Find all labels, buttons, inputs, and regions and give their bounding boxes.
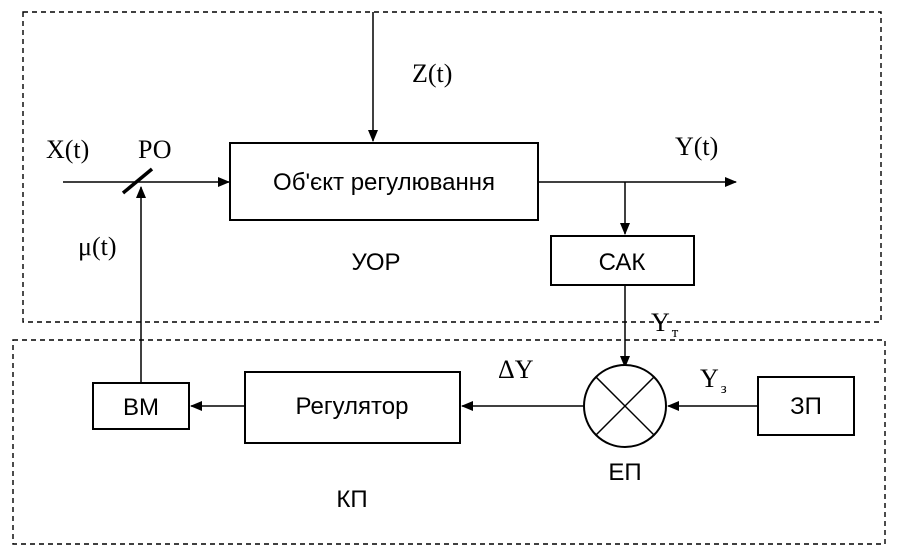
yz-main: Y bbox=[700, 364, 719, 393]
sak-block bbox=[550, 235, 695, 286]
object-label: Об'єкт регулювання bbox=[273, 169, 495, 196]
control-label: μ(t) bbox=[78, 232, 116, 261]
vm-block bbox=[92, 382, 190, 430]
zp-block bbox=[757, 376, 855, 436]
disturbance-label: Z(t) bbox=[412, 59, 452, 88]
comparator-cross-b bbox=[595, 376, 655, 436]
input-label: X(t) bbox=[46, 135, 89, 164]
regulator-block bbox=[244, 371, 461, 444]
yz-sub: з bbox=[721, 381, 727, 397]
yt-sub: т bbox=[672, 325, 679, 341]
error-label: ΔY bbox=[498, 355, 534, 384]
lower-region-boundary bbox=[12, 339, 886, 545]
ro-label: РО bbox=[138, 135, 172, 164]
upper-region-boundary bbox=[22, 11, 882, 323]
comparator-label: ЕП bbox=[608, 459, 641, 486]
yt-main: Y bbox=[651, 308, 670, 337]
regulating-organ bbox=[121, 167, 154, 195]
object-block bbox=[229, 142, 539, 221]
lower-region-label: КП bbox=[336, 486, 367, 513]
output-label: Y(t) bbox=[675, 132, 718, 161]
zp-label: ЗП bbox=[790, 393, 822, 420]
vm-label: ВМ bbox=[123, 394, 159, 421]
regulator-label: Регулятор bbox=[296, 393, 409, 420]
sak-label: САК bbox=[599, 249, 646, 276]
upper-region-label: УОР bbox=[351, 249, 400, 276]
